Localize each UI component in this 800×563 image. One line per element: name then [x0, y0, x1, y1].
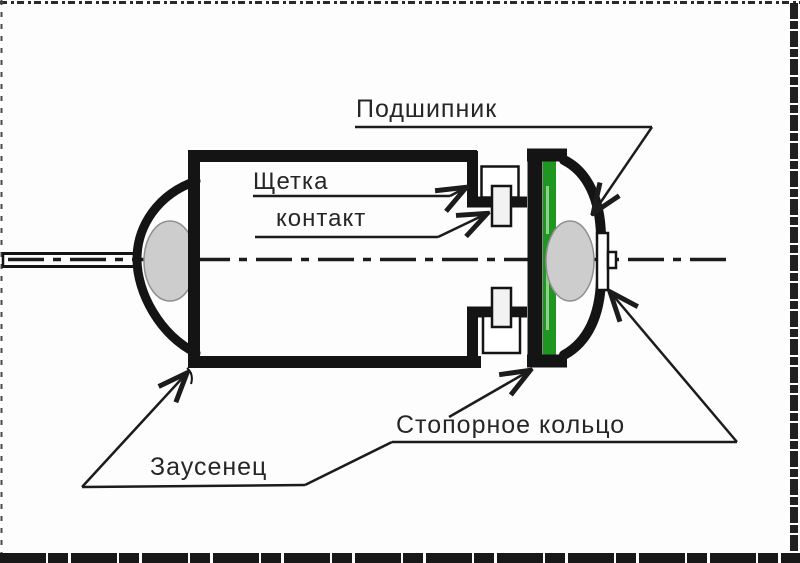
burr-leader: [81, 374, 186, 488]
contact-leader: [437, 214, 486, 237]
leader-lines: [81, 125, 738, 489]
shaft: [1, 252, 141, 268]
brush-top: [490, 184, 513, 228]
left-end-dome: [132, 176, 201, 358]
label-bearing: Подшипник: [356, 95, 498, 123]
ring-leader-left: [448, 371, 529, 419]
shaft-end-washer: [595, 231, 610, 292]
burr-mark: [186, 367, 193, 385]
burr-ring-connector: [304, 440, 393, 487]
shaft-end-boss: [606, 250, 618, 270]
retaining-ring-highlight-top: [546, 186, 549, 234]
burr-underline: [81, 483, 306, 489]
label-contact: контакт: [276, 205, 367, 232]
label-retaining-ring: Стопорное кольцо: [396, 411, 626, 439]
brush-bottom: [490, 286, 513, 329]
bearing-leader: [594, 126, 654, 212]
label-brush: Щетка: [253, 168, 329, 195]
motor-housing: [188, 150, 481, 368]
right-bearing: [545, 220, 595, 302]
label-burr: Заусенец: [150, 453, 268, 481]
brush-leader: [450, 188, 465, 196]
ring-leader-right: [611, 293, 738, 443]
retaining-ring-highlight-bottom: [546, 272, 549, 330]
